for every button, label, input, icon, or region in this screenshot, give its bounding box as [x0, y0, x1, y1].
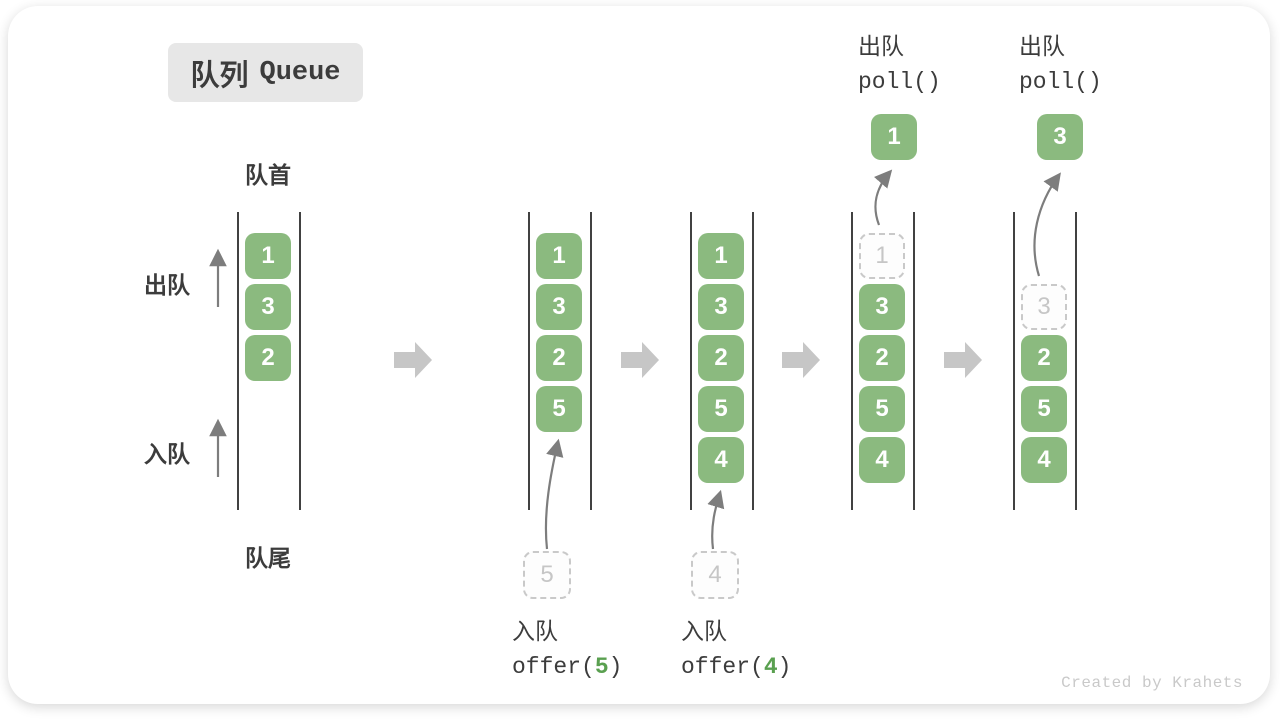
queue-wall-left [690, 212, 692, 510]
queue-wall-left [1013, 212, 1015, 510]
queue-wall-left [851, 212, 853, 510]
dequeue-annotation-label: 出队 [858, 33, 904, 59]
queue-slot: 1 [698, 233, 744, 279]
watermark: Created by Krahets [1061, 674, 1243, 692]
queue-slot: 1 [536, 233, 582, 279]
queue-slot-dashed: 3 [1021, 284, 1067, 330]
enqueue-annotation-label: 入队 [681, 618, 727, 644]
enqueue-code-value: 5 [594, 654, 609, 680]
queue-slot: 5 [536, 386, 582, 432]
queue-wall-right [913, 212, 915, 510]
queue-slot: 2 [245, 335, 291, 381]
queue-slot: 1 [245, 233, 291, 279]
enqueue-annotation-code: offer(4) [681, 654, 792, 680]
queue-slot: 3 [859, 284, 905, 330]
queue-wall-left [528, 212, 530, 510]
label-queue-front: 队首 [245, 162, 291, 188]
title-en: Queue [259, 57, 341, 88]
queue-wall-right [590, 212, 592, 510]
label-queue-rear: 队尾 [245, 545, 291, 571]
queue-slot: 2 [1021, 335, 1067, 381]
queue-slot: 5 [698, 386, 744, 432]
dequeue-annotation-code: poll() [1019, 69, 1102, 95]
queue-slot: 3 [698, 284, 744, 330]
title-zh: 队列 [190, 59, 249, 92]
dequeue-annotation-label: 出队 [1019, 33, 1065, 59]
dequeue-annotation-code: poll() [858, 69, 941, 95]
enqueue-annotation: 入队 offer(4) [681, 613, 791, 685]
queue-slot: 3 [536, 284, 582, 330]
pending-item: 5 [523, 551, 571, 599]
label-enqueue-side: 入队 [144, 441, 190, 467]
queue-slot: 4 [698, 437, 744, 483]
queue-slot: 2 [536, 335, 582, 381]
queue-slot: 4 [1021, 437, 1067, 483]
queue-wall-left [237, 212, 239, 510]
enqueue-annotation-code: offer(5) [512, 654, 623, 680]
queue-slot: 2 [698, 335, 744, 381]
pending-item: 4 [691, 551, 739, 599]
queue-slot-dashed: 1 [859, 233, 905, 279]
dequeue-annotation: 出队 poll() [1019, 28, 1102, 100]
dequeue-annotation: 出队 poll() [858, 28, 941, 100]
queue-slot: 2 [859, 335, 905, 381]
queue-wall-right [1075, 212, 1077, 510]
result-item: 1 [871, 114, 917, 160]
enqueue-annotation: 入队 offer(5) [512, 613, 622, 685]
queue-wall-right [299, 212, 301, 510]
queue-slot: 4 [859, 437, 905, 483]
queue-slot: 5 [859, 386, 905, 432]
enqueue-code-value: 4 [763, 654, 778, 680]
queue-wall-right [752, 212, 754, 510]
queue-slot: 3 [245, 284, 291, 330]
label-dequeue-side: 出队 [144, 272, 190, 298]
result-item: 3 [1037, 114, 1083, 160]
enqueue-annotation-label: 入队 [512, 618, 558, 644]
queue-slot: 5 [1021, 386, 1067, 432]
title-badge: 队列 Queue [168, 43, 363, 102]
